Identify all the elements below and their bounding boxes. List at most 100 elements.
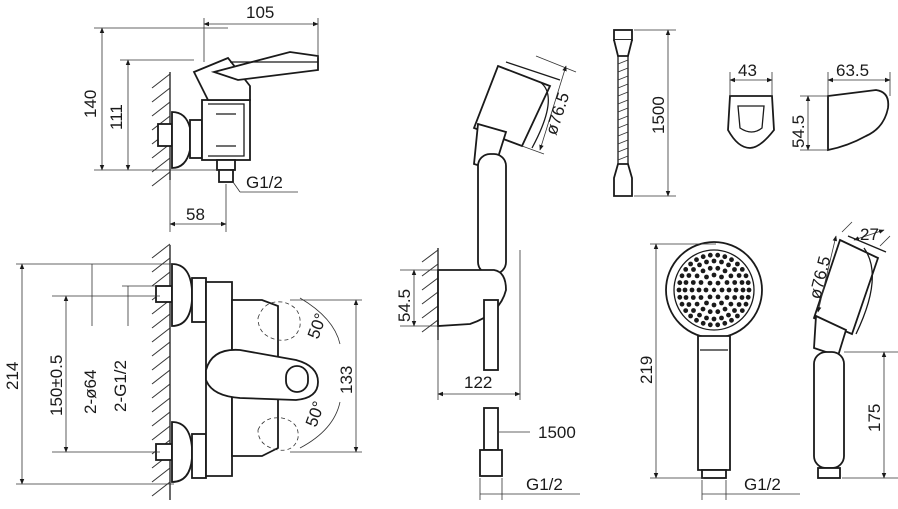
spray-hole	[715, 265, 721, 271]
dim-projection-122: 122	[464, 373, 492, 392]
spray-hole	[732, 295, 738, 300]
spray-hole	[715, 252, 721, 258]
spray-hole	[728, 301, 734, 307]
dim-height-111: 111	[107, 104, 126, 130]
dim-shower-length: 219	[637, 356, 656, 384]
spray-hole	[719, 300, 724, 306]
spray-hole	[697, 262, 702, 268]
spray-hole	[745, 280, 751, 286]
holder-view: ø76.5 54.5 122 1500 G1/2	[395, 55, 580, 500]
dim-hose-length: 1500	[649, 96, 668, 134]
spray-hole	[722, 320, 728, 326]
spray-hole	[704, 300, 709, 306]
spray-hole	[719, 274, 724, 280]
dim-bracket-depth: 63.5	[836, 61, 869, 80]
spray-hole	[715, 322, 721, 328]
spray-hole	[707, 265, 713, 271]
spray-hole	[715, 280, 721, 286]
spray-hole	[700, 306, 706, 312]
spray-hole	[711, 302, 717, 308]
spray-hole	[736, 302, 742, 307]
spray-hole	[724, 280, 730, 285]
bracket-view: 43 63.5 54.5	[727, 61, 891, 152]
spray-hole	[745, 294, 751, 300]
spray-hole	[707, 309, 713, 315]
spray-hole	[689, 287, 695, 293]
spray-hole	[704, 315, 709, 321]
spray-hole	[696, 287, 702, 293]
spray-hole	[683, 280, 689, 285]
spray-hole	[739, 295, 745, 300]
spray-hole	[711, 272, 717, 278]
spray-hole	[700, 254, 706, 260]
spray-hole	[683, 267, 689, 272]
spray-holes	[676, 252, 752, 328]
spray-hole	[679, 273, 685, 279]
spray-hole	[691, 267, 696, 272]
dim-height-140: 140	[81, 90, 100, 118]
dim-handle-175: 175	[865, 404, 884, 432]
spray-hole	[719, 259, 724, 265]
dim-handle-133: 133	[337, 366, 356, 394]
dim-angle-bottom: 50°	[302, 399, 329, 430]
spray-hole	[726, 312, 731, 318]
spray-hole	[715, 294, 721, 300]
spray-hole	[740, 287, 746, 293]
spray-hole	[677, 280, 683, 286]
spray-hole	[739, 280, 745, 285]
spray-hole	[698, 295, 704, 300]
dim-diameter-64: 2-ø64	[81, 370, 100, 414]
dim-spacing-150: 150±0.5	[47, 355, 66, 416]
spray-hole	[690, 295, 696, 300]
spray-hole	[726, 262, 731, 268]
dim-depth-58: 58	[186, 205, 205, 224]
spray-hole	[700, 268, 706, 274]
spray-hole	[683, 308, 689, 313]
dim-holder-thread: G1/2	[526, 475, 563, 494]
spray-hole	[676, 287, 682, 293]
spray-hole	[724, 295, 730, 300]
handshower-side-view: 27 ø76.5 175	[805, 221, 898, 479]
spray-hole	[729, 257, 734, 263]
spray-hole	[683, 295, 689, 300]
spray-hole	[735, 313, 740, 319]
spray-hole	[711, 258, 717, 264]
spray-hole	[694, 317, 699, 323]
spray-hole	[735, 261, 740, 267]
spray-hole	[686, 273, 692, 278]
mixer-front-view: 50° 50° 214 150±0.5 2-ø64 2-G1/2 133	[3, 243, 362, 500]
dim-angle-top: 50°	[304, 311, 331, 342]
dim-bracket-height: 54.5	[789, 115, 808, 148]
spray-hole	[688, 261, 693, 267]
spray-hole	[694, 257, 699, 263]
mixer-side-view: 105 140 111 58 G1/2	[81, 3, 319, 232]
spray-hole	[722, 268, 728, 274]
spray-hole	[746, 287, 752, 293]
spray-hole	[743, 301, 749, 307]
dim-bracket-width: 43	[738, 61, 757, 80]
spray-hole	[707, 280, 713, 286]
dim-total-214: 214	[3, 362, 22, 390]
spray-hole	[707, 252, 713, 258]
spray-hole	[732, 280, 738, 285]
spray-hole	[688, 313, 693, 319]
spray-hole	[733, 287, 739, 293]
spray-hole	[677, 294, 683, 300]
spray-hole	[732, 267, 737, 272]
spray-hole	[697, 312, 702, 318]
dim-threads-g12: 2-G1/2	[111, 360, 130, 412]
dim-thread-g12: G1/2	[246, 173, 283, 192]
dim-holder-height: 54.5	[395, 289, 414, 322]
spray-hole	[743, 273, 749, 279]
spray-hole	[719, 287, 725, 293]
spray-hole	[682, 287, 688, 293]
spray-hole	[739, 308, 745, 313]
spray-hole	[707, 322, 713, 328]
spray-hole	[691, 308, 696, 313]
handshower-front-view: 219 G1/2	[637, 241, 800, 500]
spray-hole	[703, 287, 709, 293]
spray-hole	[704, 259, 709, 265]
spray-hole	[686, 302, 692, 307]
spray-hole	[736, 273, 742, 278]
